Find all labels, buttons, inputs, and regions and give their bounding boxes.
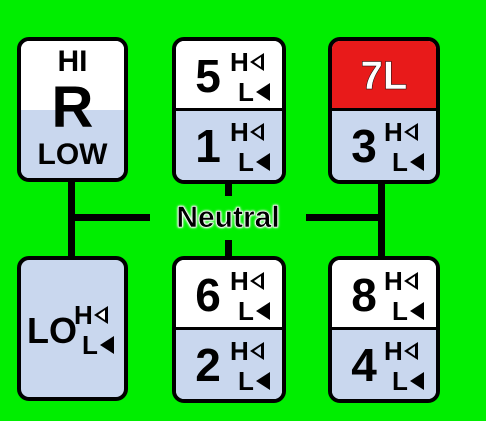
- lo-letter: L: [392, 146, 408, 177]
- gear-box-5-1: 5 H L 1 H L: [172, 37, 286, 184]
- lo-letter: L: [238, 77, 254, 107]
- gear-7l-label: 7L: [360, 54, 408, 98]
- range-indicator: H L: [382, 117, 428, 177]
- hi-letter: H: [230, 335, 249, 366]
- lo-letter: L: [238, 146, 254, 177]
- lo-arrow-icon: [256, 302, 270, 320]
- range-indicator: H L: [382, 336, 428, 396]
- lo-arrow-icon: [410, 152, 424, 171]
- hi-arrow-icon: [250, 341, 264, 360]
- gear-box-7l-3: 7L 3 H L: [328, 37, 440, 184]
- range-indicator: H L: [228, 266, 274, 326]
- gear-2-label: 2: [195, 338, 221, 391]
- hi-arrow-icon: [94, 306, 108, 324]
- lo-letter: L: [392, 296, 408, 326]
- gear-1-half: 1 H L: [176, 110, 282, 180]
- hi-letter: H: [230, 116, 249, 147]
- lo-letter: L: [392, 365, 408, 396]
- hi-arrow-icon: [404, 272, 418, 290]
- lo-letter: L: [82, 330, 98, 360]
- range-indicator: H L: [382, 266, 428, 326]
- lo-arrow-icon: [410, 302, 424, 320]
- gear-4-label: 4: [351, 338, 377, 391]
- hi-letter: H: [384, 335, 403, 366]
- hi-letter: H: [384, 266, 403, 296]
- gear-6-label: 6: [195, 269, 221, 321]
- gear-8-half: 8 H L: [332, 260, 436, 330]
- lo-arrow-icon: [256, 83, 270, 101]
- low-range-label: LO: [27, 310, 77, 351]
- hi-letter: H: [230, 266, 249, 296]
- lo-letter: L: [238, 365, 254, 396]
- hi-letter: H: [74, 300, 93, 330]
- low-range-box: LO H L: [17, 256, 128, 401]
- gear-7l-half: 7L: [332, 41, 436, 111]
- gear-5-half: 5 H L: [176, 41, 282, 111]
- gear-3-label: 3: [351, 119, 377, 172]
- gate-line-left: [68, 178, 75, 262]
- gear-3-half: 3 H L: [332, 110, 436, 180]
- reverse-hi-half: [21, 41, 124, 110]
- hi-arrow-icon: [404, 341, 418, 360]
- gear-4-half: 4 H L: [332, 329, 436, 399]
- lo-arrow-icon: [100, 336, 114, 354]
- lo-letter: L: [238, 296, 254, 326]
- gear-box-8-4: 8 H L 4 H L: [328, 256, 440, 403]
- reverse-low-half: [21, 109, 124, 178]
- hi-arrow-icon: [250, 272, 264, 290]
- lo-arrow-icon: [410, 371, 424, 390]
- gate-line-right: [378, 184, 385, 260]
- reverse-gear-label: R: [51, 75, 94, 140]
- reverse-low-label: LOW: [37, 138, 108, 171]
- gear-box-6-2: 6 H L 2 H L: [172, 256, 286, 403]
- hi-letter: H: [384, 116, 403, 147]
- reverse-hi-label: HI: [57, 45, 88, 78]
- gear-1-label: 1: [195, 119, 221, 172]
- range-indicator: H L: [228, 336, 274, 396]
- range-indicator: H L: [72, 300, 118, 360]
- hi-letter: H: [230, 47, 249, 77]
- gear-8-label: 8: [351, 269, 377, 321]
- lo-arrow-icon: [256, 152, 270, 171]
- neutral-label: Neutral: [150, 196, 306, 240]
- hi-arrow-icon: [250, 53, 264, 71]
- gear-6-half: 6 H L: [176, 260, 282, 330]
- gear-5-label: 5: [195, 50, 221, 102]
- range-indicator: H L: [228, 47, 274, 107]
- range-indicator: H L: [228, 117, 274, 177]
- hi-arrow-icon: [404, 122, 418, 141]
- lo-arrow-icon: [256, 371, 270, 390]
- hi-arrow-icon: [250, 122, 264, 141]
- gear-2-half: 2 H L: [176, 329, 282, 399]
- reverse-gear-box: HI R LOW: [17, 37, 128, 182]
